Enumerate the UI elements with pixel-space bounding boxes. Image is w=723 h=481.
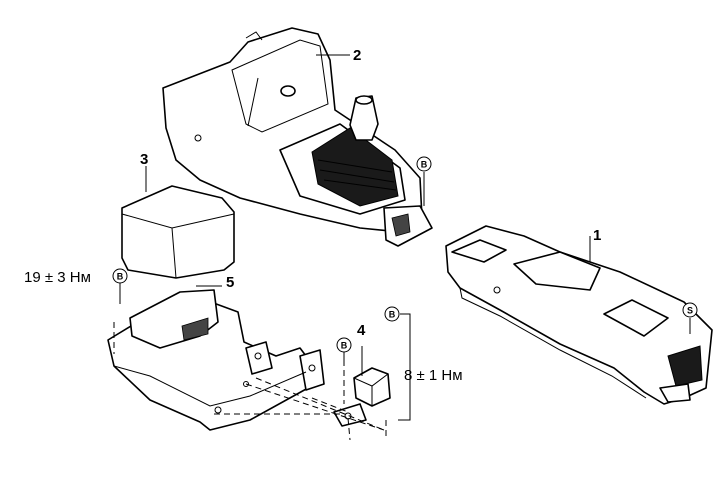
box-cover-part-3 bbox=[121, 185, 235, 279]
marker-b-bracket: B bbox=[336, 337, 352, 353]
upper-console-part-2 bbox=[162, 27, 433, 247]
marker-b-top: B bbox=[416, 156, 432, 172]
svg-text:B: B bbox=[389, 310, 396, 320]
svg-text:B: B bbox=[341, 341, 348, 351]
callout-3: 3 bbox=[140, 151, 148, 168]
marker-b-torque8: B bbox=[384, 306, 400, 322]
torque-label-19: 19 ± 3 Нм bbox=[24, 269, 91, 286]
torque-label-8: 8 ± 1 Нм bbox=[404, 367, 463, 384]
marker-b-torque19: B bbox=[112, 268, 128, 284]
callout-5: 5 bbox=[226, 274, 234, 291]
callout-2: 2 bbox=[353, 47, 361, 64]
callout-4: 4 bbox=[357, 322, 366, 339]
svg-text:B: B bbox=[421, 160, 428, 170]
svg-text:B: B bbox=[117, 272, 124, 282]
leader-lines bbox=[119, 54, 691, 421]
lower-bracket-part-5 bbox=[107, 289, 325, 431]
floor-console-part-1 bbox=[445, 225, 713, 405]
marker-s-console: S bbox=[682, 302, 698, 318]
callout-1: 1 bbox=[593, 227, 601, 244]
assembly-lines bbox=[113, 322, 387, 441]
module-part-4 bbox=[333, 367, 391, 427]
svg-text:S: S bbox=[687, 306, 693, 316]
